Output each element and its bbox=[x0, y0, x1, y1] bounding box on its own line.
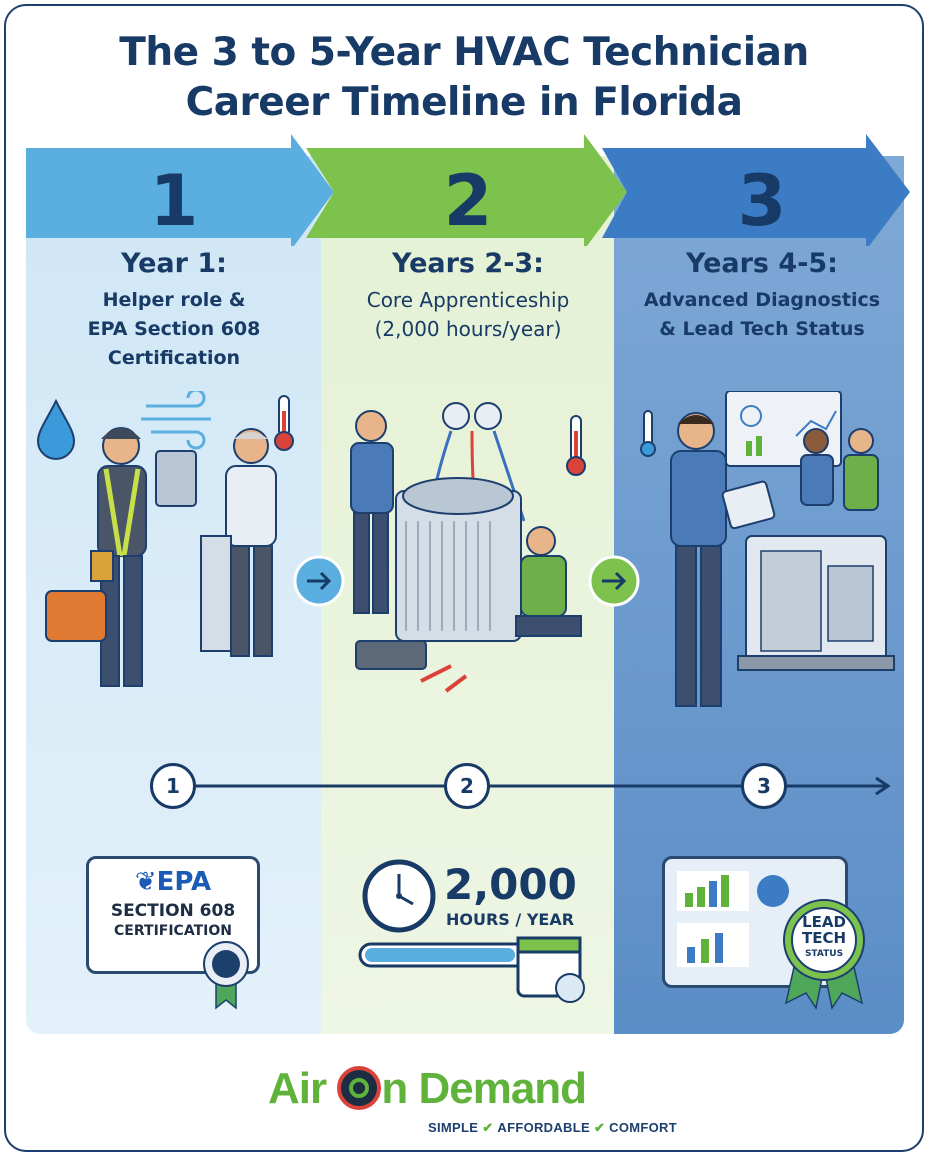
step-number-1: 1 bbox=[149, 160, 199, 242]
wind-icon bbox=[141, 391, 211, 450]
ac-condenser-unit bbox=[395, 477, 522, 642]
seal-ribbon-icon bbox=[203, 941, 249, 1010]
check-icon: ✔ bbox=[482, 1120, 494, 1135]
step-number-2: 2 bbox=[443, 160, 493, 242]
epa-certification-text: CERTIFICATION bbox=[114, 923, 232, 939]
ac-unit-advanced bbox=[737, 535, 895, 671]
step-year-3: Years 4-5: bbox=[686, 248, 838, 279]
lead-badge-icon bbox=[783, 899, 865, 1010]
timeline-marker-3: 3 bbox=[741, 763, 787, 809]
brand-logo: Air n Demand SIMPLE✔AFFORDABLE✔COMFORT bbox=[6, 1064, 922, 1144]
toolbox-icon bbox=[355, 640, 468, 693]
epa-certificate-card: ❦EPA SECTION 608 CERTIFICATION bbox=[86, 856, 260, 974]
infographic-frame: The 3 to 5-Year HVAC Technician Career T… bbox=[4, 4, 924, 1152]
progress-bar bbox=[358, 936, 585, 1003]
lead-badge-text: LEAD TECH STATUS bbox=[801, 913, 847, 959]
thermometer-icon bbox=[274, 395, 294, 451]
water-drop-icon bbox=[36, 398, 76, 460]
step-description-3: Advanced Diagnostics & Lead Tech Status bbox=[643, 289, 881, 340]
mentor-technician-figure bbox=[155, 428, 277, 657]
epa-logo: ❦EPA bbox=[134, 867, 212, 897]
step-description-2: Core Apprenticeship (2,000 hours/year) bbox=[366, 288, 570, 341]
analytics-chart-icon bbox=[677, 871, 789, 967]
hours-number: 2,000 bbox=[444, 860, 577, 909]
brand-tagline: SIMPLE✔AFFORDABLE✔COMFORT bbox=[428, 1120, 677, 1135]
apprentice-technician-figure bbox=[350, 410, 582, 637]
timeline-marker-2: 2 bbox=[444, 763, 490, 809]
thermometer-icon-3 bbox=[640, 410, 656, 457]
team-members-figure bbox=[800, 428, 879, 511]
stage-arrow-2 bbox=[306, 134, 627, 246]
hours-label: HOURS / YEAR bbox=[446, 910, 575, 929]
page-title: The 3 to 5-Year HVAC Technician Career T… bbox=[119, 30, 809, 125]
check-icon: ✔ bbox=[593, 1120, 606, 1135]
lead-technician-figure bbox=[670, 412, 776, 707]
stage-arrow-1 bbox=[26, 134, 334, 246]
brand-name: Air n Demand bbox=[268, 1064, 587, 1113]
clock-icon bbox=[362, 859, 436, 933]
helper-technician-figure bbox=[45, 427, 147, 687]
epa-leaf-icon: ❦ bbox=[134, 867, 157, 897]
step-number-3: 3 bbox=[737, 160, 787, 242]
power-button-icon bbox=[337, 1066, 382, 1111]
illustration-layer bbox=[36, 391, 895, 707]
epa-section-text: SECTION 608 bbox=[110, 901, 236, 921]
thermometer-icon-2 bbox=[566, 415, 586, 476]
stage-arrow-3 bbox=[602, 134, 910, 246]
step-year-2: Years 2-3: bbox=[392, 248, 544, 279]
step-description-1: Helper role & EPA Section 608 Certificat… bbox=[87, 289, 261, 369]
manifold-gauge-icon bbox=[429, 402, 526, 522]
step-year-1: Year 1: bbox=[121, 248, 227, 279]
wrench-icon bbox=[555, 973, 585, 1003]
timeline-marker-1: 1 bbox=[150, 763, 196, 809]
stage-arrow-banners bbox=[26, 134, 910, 246]
